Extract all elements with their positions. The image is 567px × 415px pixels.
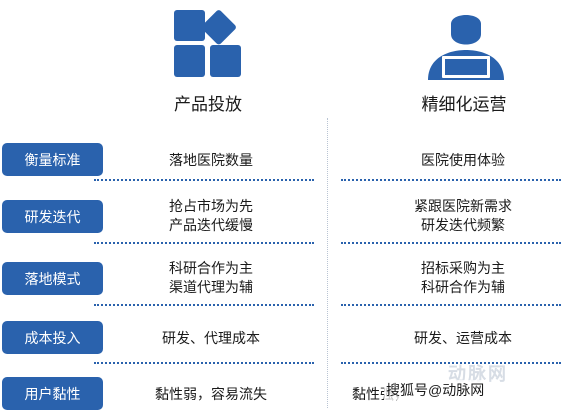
column-divider [327,118,328,408]
left-cell-landing-mode: 科研合作为主渠道代理为辅 [169,260,253,295]
right-cell-measure: 医院使用体验 [421,152,505,168]
column-title-fine-operation: 精细化运营 [421,95,507,114]
user-laptop-icon [418,4,514,82]
row-separator [341,362,561,364]
left-cell-cost: 研发、代理成本 [162,330,260,346]
row-separator [94,362,314,364]
watermark-faint: 动脉网 [448,364,508,384]
row-separator [341,242,561,244]
row-label-cost: 成本投入 [2,321,103,354]
watermark: 搜狐号@动脉网 [384,380,487,400]
row-label-landing-mode: 落地模式 [2,262,103,295]
row-label-iteration: 研发迭代 [2,200,103,233]
row-separator [94,304,314,306]
right-cell-cost: 研发、运营成本 [414,330,512,346]
blocks-icon [168,4,248,80]
row-separator [94,242,314,244]
right-cell-landing-mode: 招标采购为主科研合作为辅 [421,260,505,295]
row-label-stickiness: 用户黏性 [2,377,103,410]
left-cell-stickiness: 黏性弱，容易流失 [155,386,267,402]
left-cell-iteration: 抢占市场为先产品迭代缓慢 [169,198,253,233]
row-separator [341,304,561,306]
right-cell-iteration: 紧跟医院新需求研发迭代频繁 [414,198,512,233]
row-separator [94,179,314,181]
row-separator [341,179,561,181]
row-label-measure: 衡量标准 [2,143,103,176]
column-title-product-launch: 产品投放 [174,95,242,114]
left-cell-measure: 落地医院数量 [169,152,253,168]
